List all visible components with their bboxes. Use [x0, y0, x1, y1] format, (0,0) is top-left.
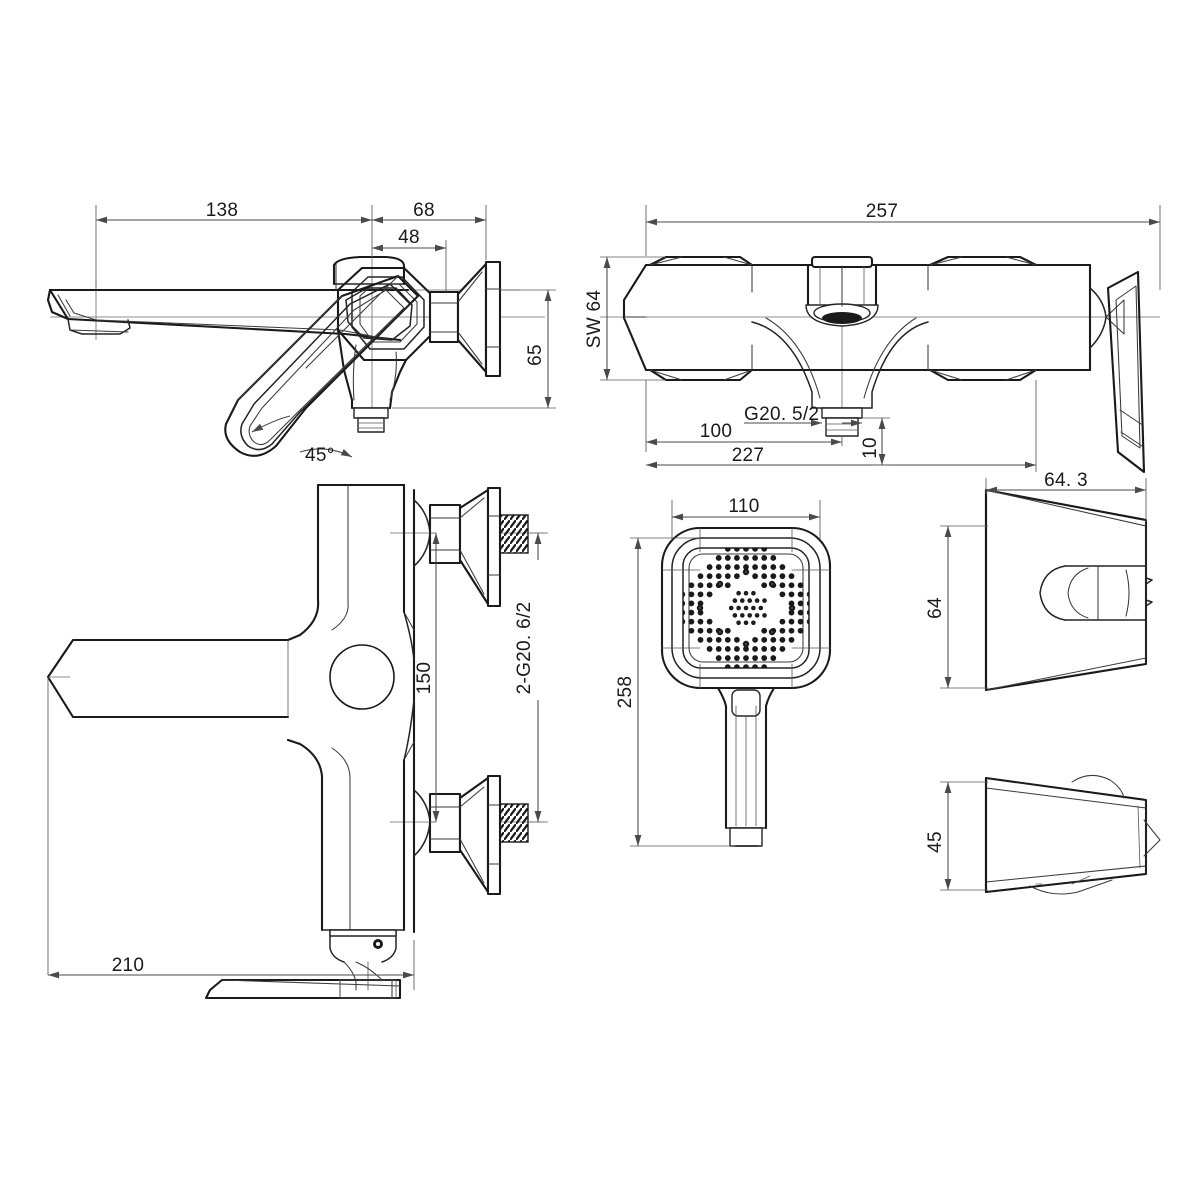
view-bracket-lower: 45: [925, 774, 1161, 895]
annotation-label-45deg: 45°: [305, 445, 335, 466]
dimension-48: 48: [372, 227, 447, 292]
dimension-label-210: 210: [112, 955, 145, 976]
dimension-150: 150: [414, 532, 440, 823]
annotation-label-2-g20-6-2: 2-G20. 6/2: [514, 602, 535, 695]
dimension-227: 227: [646, 380, 1037, 472]
dimension-label-100: 100: [700, 421, 733, 442]
facet-blocks-top: [648, 255, 1038, 267]
facet-blocks-bottom: [648, 368, 1038, 382]
dimension-label-10: 10: [860, 437, 881, 459]
spray-face-nozzles: [683, 548, 809, 668]
view-top-right-front-elevation: 257 SW 64 100 227 10: [584, 201, 1161, 474]
outlet-skirt-front: [751, 317, 929, 409]
dimension-label-227: 227: [732, 445, 765, 466]
dimension-label-110: 110: [728, 496, 759, 517]
centerlines-top-right: [600, 262, 1160, 430]
dimension-label-48: 48: [398, 227, 420, 248]
lever-handle-front: [1089, 270, 1146, 474]
bracket-upper-body: [984, 488, 1153, 692]
view-hand-shower: 110 258: [615, 496, 832, 847]
spout-side-profile: [46, 288, 410, 342]
inlet-upper-plan: [413, 486, 545, 608]
view-bracket-upper: 64. 3 64: [925, 470, 1153, 692]
dimension-label-64-3: 64. 3: [1044, 470, 1088, 491]
dimension-label-258: 258: [615, 676, 636, 709]
cartridge-cap-front: [805, 255, 879, 327]
dimension-138: 138: [95, 200, 373, 288]
annotation-2-g20-6-2: 2-G20. 6/2: [514, 533, 542, 822]
spout-plan: [46, 638, 290, 975]
shower-handle: [716, 686, 776, 847]
dimension-65: 65: [392, 289, 556, 409]
dimension-label-64: 64: [925, 597, 946, 619]
cartridge-circle-plan: [329, 644, 395, 710]
bracket-lower-body: [984, 774, 1161, 895]
dimension-68: 68: [372, 200, 487, 260]
dimension-10: 10: [860, 417, 890, 466]
dimension-label-68: 68: [413, 200, 435, 221]
dimension-257: 257: [645, 201, 1161, 290]
dimension-label-65: 65: [525, 344, 546, 366]
inlet-lower-plan: [413, 774, 545, 896]
view-bottom-left-plan: 150 210 2-G20. 6/2: [46, 483, 548, 1000]
annotation-label-g20-5-2: G20. 5/2: [744, 404, 819, 425]
shower-outlet-nipple-front: [821, 407, 863, 437]
annotation-45-degree: 45°: [251, 415, 353, 466]
dimension-100: 100: [645, 380, 843, 452]
annotation-g20-5-2: G20. 5/2: [744, 404, 862, 427]
dimension-label-45: 45: [925, 831, 946, 853]
wall-connection-side: [428, 260, 502, 378]
dimension-label-150: 150: [414, 662, 435, 695]
dimension-64: 64: [925, 525, 988, 689]
dimension-label-138: 138: [206, 200, 239, 221]
outlet-nipple-side: [353, 407, 389, 433]
lever-base-plan: [204, 929, 402, 1000]
view-top-left-side-elevation: 138 68 48 65 45°: [46, 200, 556, 466]
dimension-45: 45: [925, 781, 988, 891]
dimension-258: 258: [615, 537, 736, 847]
lever-handle-45deg: [224, 274, 420, 457]
dimension-label-sw64: SW 64: [584, 290, 605, 349]
dimension-210: 210: [48, 940, 415, 990]
dimension-110: 110: [671, 496, 821, 540]
dimension-sw64: SW 64: [584, 256, 666, 381]
dimension-label-257: 257: [866, 201, 899, 222]
dimension-64-3: 64. 3: [985, 470, 1147, 522]
riser-body-plan: [286, 483, 416, 934]
